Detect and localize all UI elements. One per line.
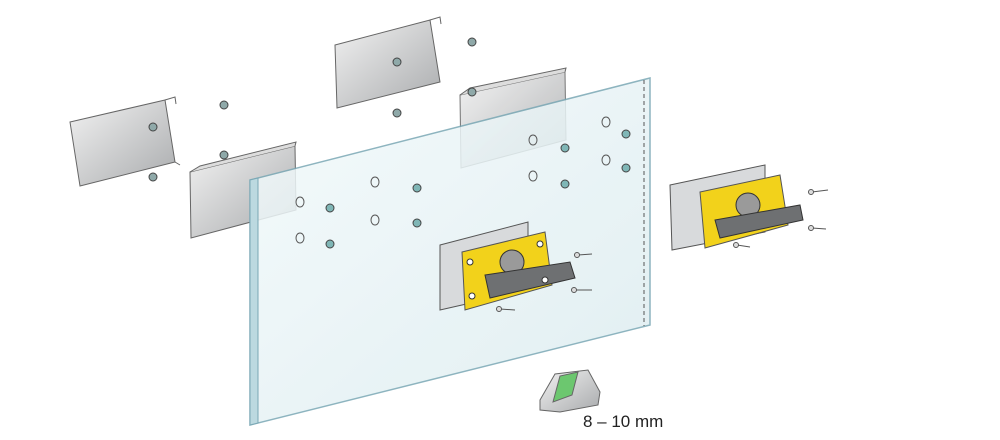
roller-assembly-right (669, 164, 804, 251)
glass-clip-icon (539, 369, 601, 413)
glass-holes (295, 116, 611, 244)
top-channel-left (69, 96, 181, 187)
fasteners (148, 37, 631, 249)
roller-assembly-center (439, 221, 576, 311)
top-channel-middle (334, 16, 442, 109)
screws-right (733, 189, 829, 248)
glass-thickness-label: 8 – 10 mm (583, 412, 664, 431)
screws-center (496, 252, 593, 312)
